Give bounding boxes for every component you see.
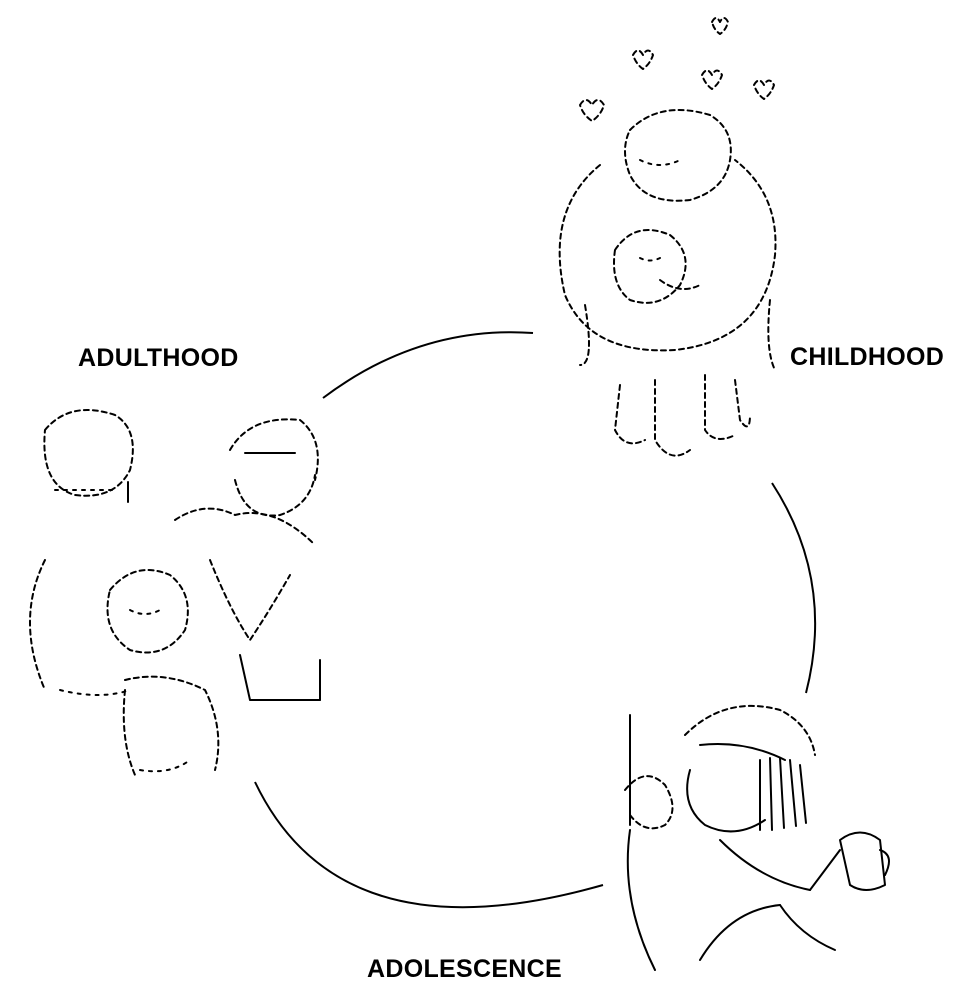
stage-label-adolescence: ADOLESCENCE (367, 957, 562, 982)
stage-label-childhood: CHILDHOOD (790, 345, 944, 370)
stage-label-adulthood: ADULTHOOD (78, 346, 239, 371)
